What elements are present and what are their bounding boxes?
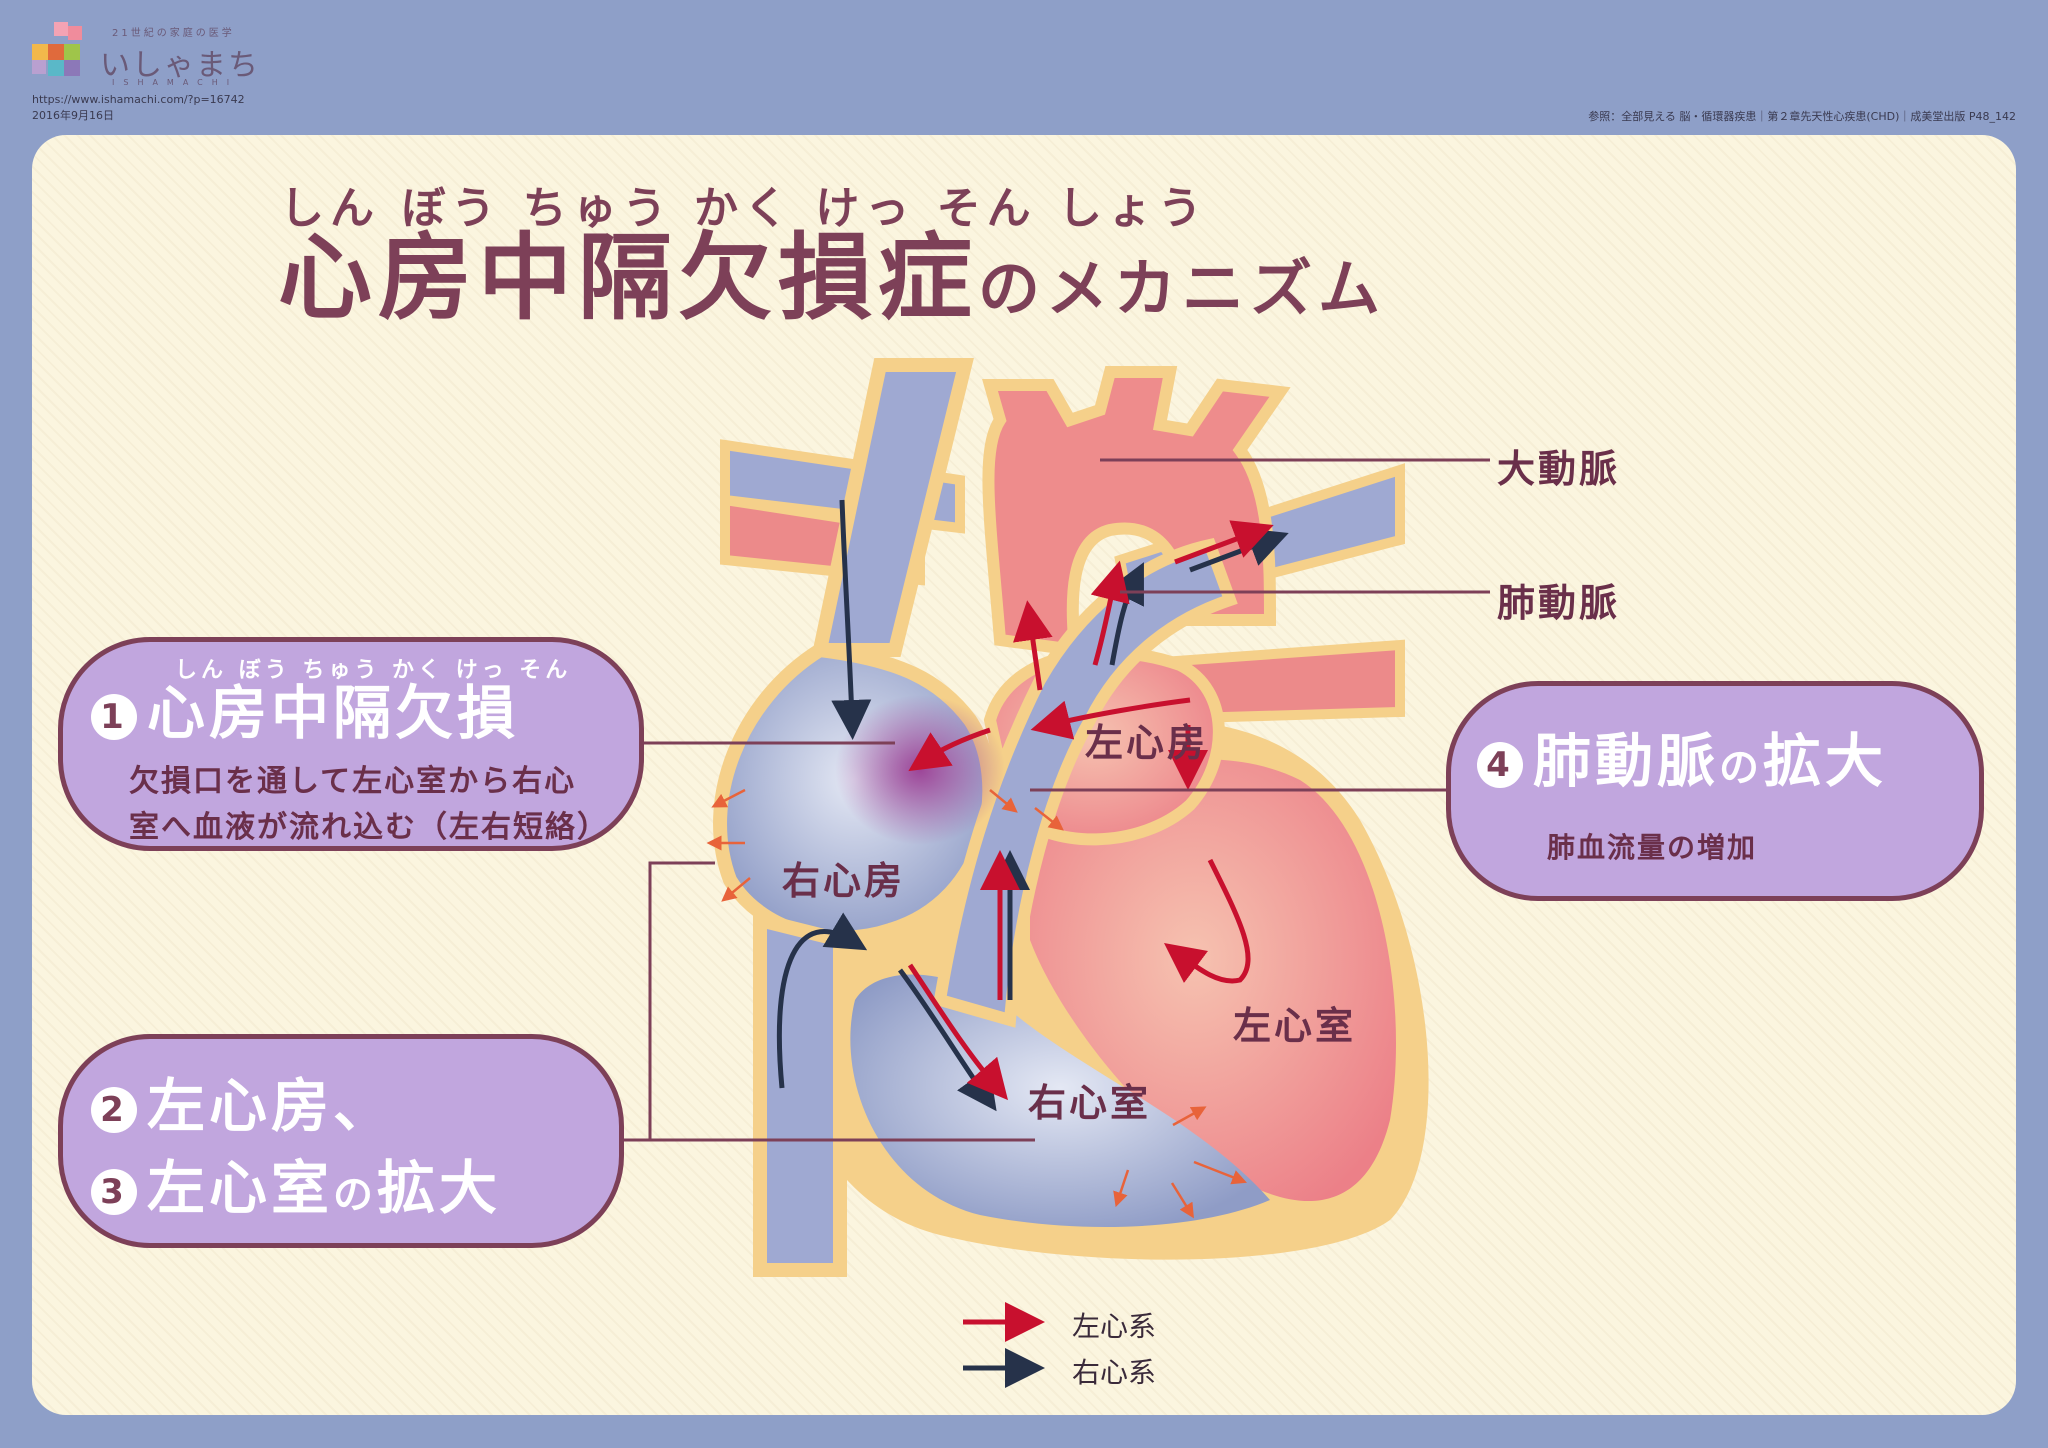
callout2-heading: 左心房、 — [147, 1072, 396, 1140]
label-left-atrium: 左心房 — [1085, 721, 1209, 765]
page-title: 心房中隔欠損症のメカニズム — [278, 232, 1386, 326]
logo-roman: ISHAMACHI — [112, 78, 239, 87]
callout4-heading-main: 肺動脈 — [1533, 727, 1720, 795]
callout3-heading-main: 左心室 — [147, 1154, 334, 1222]
legend-left-system-label: 左心系 — [1072, 1310, 1157, 1343]
callout4-heading-particle: の — [1719, 745, 1764, 791]
pressure-arrows — [706, 788, 1247, 1219]
leader-lines — [624, 458, 1490, 1142]
label-aorta: 大動脈 — [1497, 447, 1621, 491]
callout3-heading-end: 拡大 — [377, 1154, 502, 1222]
title-ruby: しん ぼう ちゅう かく けっ そん しょう — [280, 183, 1208, 234]
legend-right-system-label: 右心系 — [1072, 1356, 1157, 1389]
reference-citation: 参照：全部見える 脳・循環器疾患｜第２章先天性心疾患(CHD)｜成美堂出版 P4… — [1588, 110, 2016, 123]
logo-tagline: 21世紀の家庭の医学 — [112, 28, 235, 39]
source-date: 2016年9月16日 — [32, 109, 114, 122]
left-ventricle — [1030, 759, 1396, 1202]
septal-defect-shunt — [835, 695, 1005, 845]
label-left-ventricle: 左心室 — [1233, 1004, 1357, 1048]
callout1-ruby: しん ぼう ちゅう かく けっ そん — [175, 658, 572, 683]
callout4-number: 4 — [1477, 741, 1523, 788]
source-url[interactable]: https://www.ishamachi.com/?p=16742 — [32, 93, 245, 106]
callout2-number: 2 — [91, 1086, 137, 1133]
label-right-ventricle: 右心室 — [1028, 1081, 1152, 1125]
callout3-number: 3 — [91, 1168, 137, 1215]
right-ventricle — [850, 974, 1270, 1227]
callout1-heading: 心房中隔欠損 — [147, 679, 520, 747]
callout4-subtext: 肺血流量の増加 — [1547, 831, 1758, 864]
callout3-heading-particle: の — [333, 1172, 378, 1218]
callout1-line2: 室へ血液が流れ込む（左右短絡） — [129, 810, 609, 845]
label-pulmonary-artery: 肺動脈 — [1497, 581, 1621, 625]
callout1-line1: 欠損口を通して左心室から右心 — [129, 764, 577, 799]
title-main: 心房中隔欠損症 — [278, 224, 979, 333]
superior-vena-cava — [811, 358, 974, 657]
callout1-number: 1 — [91, 693, 137, 740]
logo-name: いしゃまち — [100, 48, 260, 83]
ishamachi-logo-icon — [32, 22, 82, 76]
left-system-arrows — [907, 520, 1274, 1101]
title-suffix: のメカニズム — [978, 252, 1387, 325]
label-right-atrium: 右心房 — [782, 859, 906, 903]
callout4-heading-end: 拡大 — [1763, 727, 1888, 795]
inferior-vena-cava — [753, 911, 847, 1277]
